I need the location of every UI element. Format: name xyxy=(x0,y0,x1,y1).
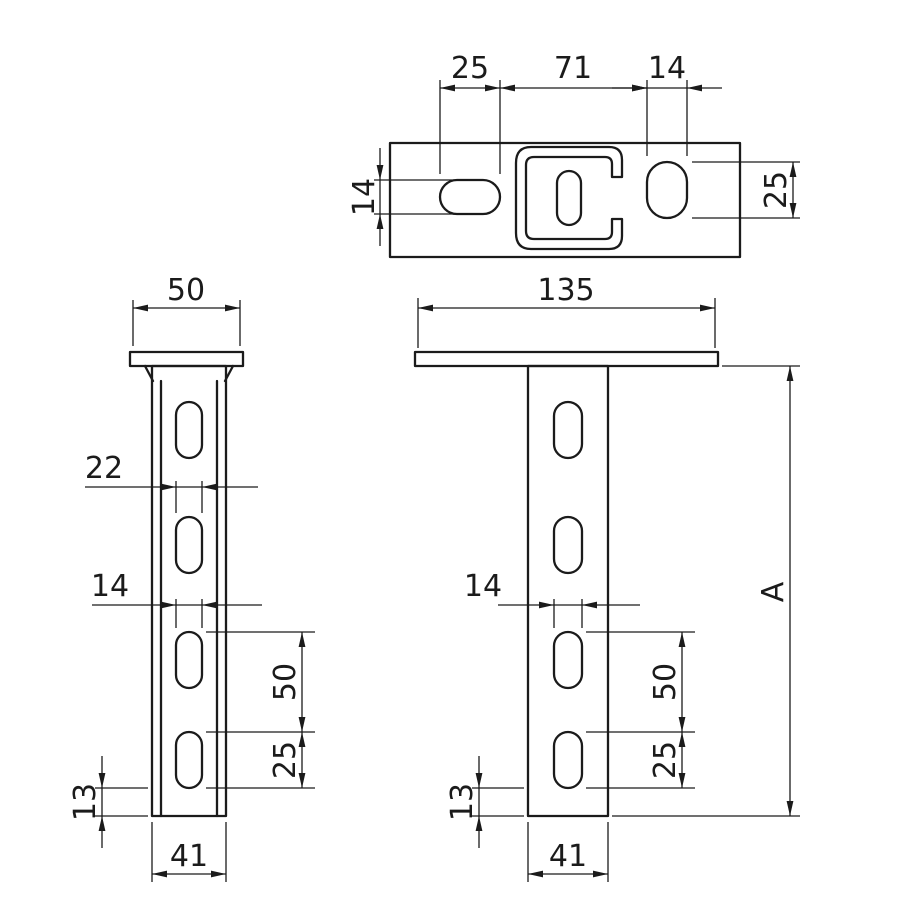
top-dim-chain-lines xyxy=(439,80,722,174)
dim-label-top-left-14: 14 xyxy=(347,178,382,216)
dim-label-side-25: 25 xyxy=(268,741,303,779)
side-13-dim-lines xyxy=(95,756,148,848)
dim-label-front-25: 25 xyxy=(648,741,683,779)
c-profile-center-slot xyxy=(555,169,583,227)
side-slot-2 xyxy=(174,515,204,575)
dim-label-side-41: 41 xyxy=(170,839,208,874)
dim-label-front-135: 135 xyxy=(537,273,594,308)
side-body-outline xyxy=(150,364,228,818)
side-50-25-dim-lines xyxy=(206,631,315,789)
side-14-dim-lines xyxy=(92,599,262,628)
dim-label-front-A: A xyxy=(756,581,791,602)
dim-label-front-50-pitch: 50 xyxy=(648,663,683,701)
top-left-14-dim-lines xyxy=(374,148,468,246)
dim-label-front-14: 14 xyxy=(464,569,502,604)
dim-label-side-13: 13 xyxy=(68,783,103,821)
side-plate-outline xyxy=(128,350,245,368)
dim-label-front-41: 41 xyxy=(549,839,587,874)
top-right-slot xyxy=(645,160,689,220)
dim-label-side-14: 14 xyxy=(91,569,129,604)
front-slot-4 xyxy=(552,730,584,790)
c-profile-cross-section xyxy=(514,145,624,251)
dim-label-side-50-pitch: 50 xyxy=(268,663,303,701)
front-slot-2 xyxy=(552,515,584,575)
side-slot-4 xyxy=(174,730,204,790)
front-slot-1 xyxy=(552,400,584,460)
dim-label-top-25: 25 xyxy=(451,51,489,86)
front-slot-3 xyxy=(552,630,584,690)
front-50-25-dim-lines xyxy=(586,631,695,789)
front-view: 135 14 50 25 13 xyxy=(413,273,800,882)
front-14-dim-lines xyxy=(498,599,640,628)
side-slot-1 xyxy=(174,400,204,460)
top-left-slot xyxy=(438,178,502,216)
dim-label-top-14: 14 xyxy=(648,51,686,86)
side-50-top-dim-lines xyxy=(132,300,241,346)
top-view: 25 71 14 14 25 xyxy=(347,51,800,259)
dim-label-side-50-top: 50 xyxy=(167,273,205,308)
front-41-dim-lines xyxy=(527,822,609,882)
top-plate-outline xyxy=(388,141,742,259)
front-13-dim-lines xyxy=(472,756,524,848)
dim-label-top-71: 71 xyxy=(554,51,592,86)
front-body-outline xyxy=(526,364,610,818)
side-41-dim-lines xyxy=(151,822,227,882)
front-135-dim-lines xyxy=(417,298,716,348)
side-slot-3 xyxy=(174,630,204,690)
dim-label-side-22: 22 xyxy=(85,451,123,486)
dim-label-front-13: 13 xyxy=(445,783,480,821)
dim-label-top-right-25: 25 xyxy=(759,171,794,209)
side-view: 50 22 14 50 25 xyxy=(68,273,315,882)
top-right-25-dim-lines xyxy=(692,161,800,219)
front-A-dim-lines xyxy=(612,365,800,817)
front-plate-outline xyxy=(413,350,720,368)
side-22-dim-lines xyxy=(85,481,258,513)
